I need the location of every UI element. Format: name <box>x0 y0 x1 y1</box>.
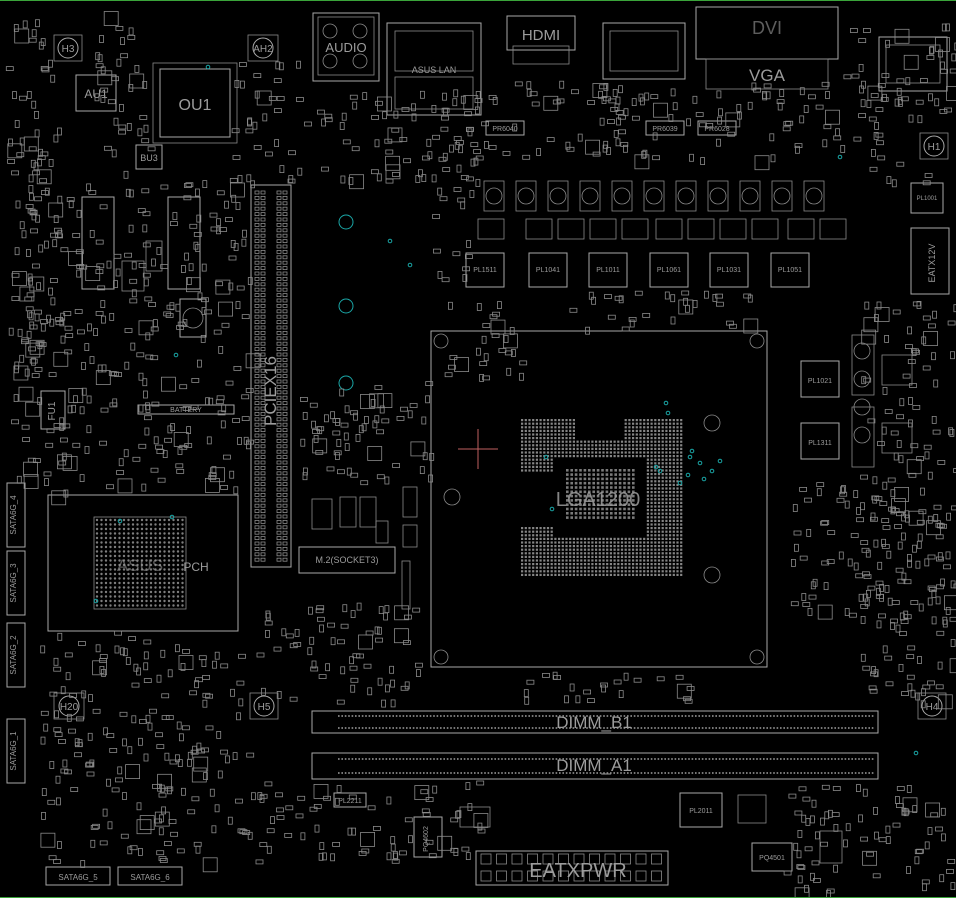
inductor-left <box>179 298 207 338</box>
vrm-inductor-row: PL1511 PL1041 PL1011 PL1061 PL1031 PL105… <box>465 252 810 288</box>
sata6g-4-label: SATA6G_4 <box>9 495 18 535</box>
sata6g-1-connector[interactable]: SATA6G_1 <box>6 718 26 784</box>
svg-text:PL2211: PL2211 <box>338 798 362 805</box>
audio-label: AUDIO <box>325 40 366 55</box>
eatx12v-label: EATX12V <box>927 244 937 283</box>
audio-connector[interactable]: AUDIO <box>312 12 380 82</box>
sata6g-6-label: SATA6G_6 <box>130 873 170 882</box>
cpu-socket-lga1200[interactable]: LGA1200 <box>430 330 768 668</box>
pl1001-inductor: PL1001 <box>910 182 944 214</box>
chip-bu3[interactable]: BU3 <box>135 144 163 170</box>
svg-text:PL1051: PL1051 <box>778 267 802 274</box>
sata6g-3-connector[interactable]: SATA6G_3 <box>6 550 26 616</box>
ah2-label: AH2 <box>253 44 273 55</box>
mount-hole-h1: H1 <box>919 132 949 160</box>
hdmi-label: HDMI <box>522 27 560 44</box>
mount-hole-h4: H4 <box>917 692 947 720</box>
svg-text:PL1021: PL1021 <box>808 378 832 385</box>
h3-label: H3 <box>62 44 75 55</box>
eatx12v-connector[interactable]: EATX12V <box>910 227 950 295</box>
vga-connector[interactable]: DVI VGA <box>695 6 839 90</box>
sata6g-6-connector[interactable]: SATA6G_6 <box>117 866 183 886</box>
h5-label: H5 <box>258 702 271 713</box>
cpu-label: LGA1200 <box>556 489 641 511</box>
ps2-connector[interactable] <box>878 36 948 92</box>
svg-text:PQ4501: PQ4501 <box>759 855 785 862</box>
svg-text:PQ4602: PQ4602 <box>423 826 430 852</box>
pr-resistors: PR6040 PR6039 PR6028 <box>485 120 737 136</box>
svg-text:PL1061: PL1061 <box>657 267 681 274</box>
pch-chipset[interactable]: ASUS PCH <box>47 494 239 632</box>
svg-text:ASUS: ASUS <box>117 556 163 575</box>
sata6g-4-connector[interactable]: SATA6G_4 <box>6 482 26 548</box>
svg-text:PL2011: PL2011 <box>689 808 713 815</box>
svg-text:PL1011: PL1011 <box>596 267 620 274</box>
sata6g-2-connector[interactable]: SATA6G_2 <box>6 622 26 688</box>
eatxpwr-connector[interactable]: EATXPWR <box>475 850 669 886</box>
mount-hole-h3: H3 <box>53 34 83 62</box>
standoff-hole <box>338 214 354 230</box>
dimm-b1-label: DIMM_B1 <box>556 713 632 732</box>
lan-usb-connector[interactable]: ASUS LAN <box>386 22 482 116</box>
usb-stack-connector[interactable] <box>602 22 686 80</box>
svg-text:DVI: DVI <box>752 18 782 38</box>
ou1-label: OU1 <box>179 97 212 114</box>
hdmi-connector[interactable]: HDMI <box>506 15 576 65</box>
svg-text:PL1001: PL1001 <box>917 196 938 202</box>
mount-hole-h5: H5 <box>249 692 279 720</box>
chip-au1[interactable]: AU1 <box>75 74 117 112</box>
pciex16-label: PCIEX16 <box>261 356 280 426</box>
svg-text:PR6028: PR6028 <box>704 126 729 133</box>
pciex16-slot[interactable]: PCIEX16 <box>250 184 292 568</box>
fu1-label: FU1 <box>47 401 58 420</box>
sata6g-1-label: SATA6G_1 <box>9 731 18 771</box>
vga-label: VGA <box>749 66 786 85</box>
svg-text:PL1031: PL1031 <box>717 267 741 274</box>
m2-components <box>311 486 418 610</box>
sata6g-5-label: SATA6G_5 <box>58 873 98 882</box>
svg-text:ASUS LAN: ASUS LAN <box>412 65 457 75</box>
svg-text:PL1041: PL1041 <box>536 267 560 274</box>
bottom-power-parts: PL2011 PL2211 PQ4501 PQ4602 <box>333 792 843 872</box>
dimm-b1-slot[interactable]: DIMM_B1 <box>311 710 879 734</box>
standoff-hole <box>338 298 354 314</box>
dimm-a1-label: DIMM_A1 <box>556 756 632 775</box>
sata6g-3-label: SATA6G_3 <box>9 563 18 603</box>
svg-text:PR6039: PR6039 <box>652 126 677 133</box>
sata6g-2-label: SATA6G_2 <box>9 635 18 675</box>
sata6g-5-connector[interactable]: SATA6G_5 <box>45 866 111 886</box>
standoff-hole <box>338 375 354 391</box>
m2-label: M.2(SOCKET3) <box>315 555 378 565</box>
mount-hole-h20: H20 <box>53 692 85 720</box>
svg-text:PL1511: PL1511 <box>473 267 497 274</box>
dimm-a1-slot[interactable]: DIMM_A1 <box>311 752 879 780</box>
eatxpwr-label: EATXPWR <box>529 860 626 882</box>
pch-label: PCH <box>183 560 208 574</box>
mount-hole-ah2: AH2 <box>247 34 279 62</box>
h20-label: H20 <box>60 702 79 713</box>
h4-label: H4 <box>926 702 939 713</box>
chip-ou1[interactable]: OU1 <box>152 62 238 144</box>
svg-text:PL1311: PL1311 <box>808 440 832 447</box>
h1-label: H1 <box>928 142 941 153</box>
bu3-label: BU3 <box>140 153 158 163</box>
m2-socket[interactable]: M.2(SOCKET3) <box>298 546 396 574</box>
svg-text:PR6040: PR6040 <box>492 126 517 133</box>
